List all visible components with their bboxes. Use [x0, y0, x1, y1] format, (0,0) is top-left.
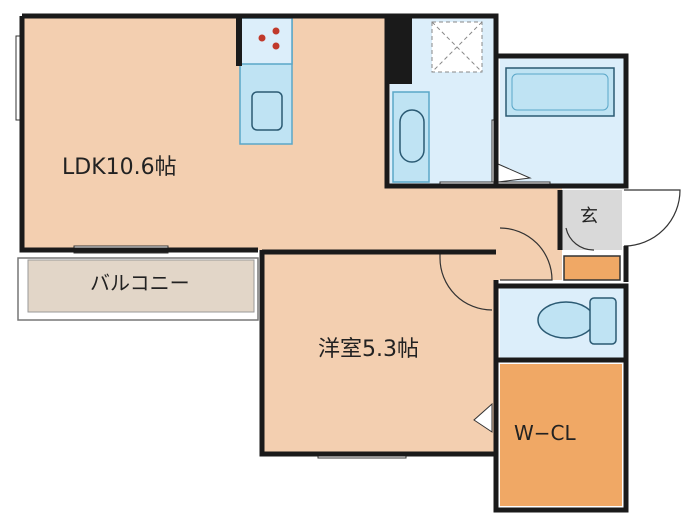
- entrance-label: 玄: [580, 206, 598, 227]
- balcony-label: バルコニー: [90, 271, 190, 295]
- toilet-icon: [537, 297, 617, 345]
- kitchen-counter: [239, 17, 293, 145]
- hall-door-swing: [499, 227, 553, 281]
- wall-column: [236, 18, 242, 66]
- entrance-door-swing: [623, 189, 681, 247]
- wcl-label: W−CL: [514, 421, 576, 445]
- shoe-cabinet: [563, 255, 621, 281]
- ldk-label: LDK10.6帖: [62, 155, 177, 180]
- washing-machine-space: [431, 21, 483, 73]
- stove-burner-icon: [258, 34, 266, 42]
- western-door-swing: [439, 252, 493, 311]
- walk-in-closet: [500, 364, 622, 506]
- toilet-door-swing: [565, 227, 595, 251]
- pipe-shaft: [388, 16, 412, 84]
- western-room: [262, 252, 496, 452]
- sink-icon: [251, 91, 283, 131]
- hallway: [496, 186, 562, 280]
- western-room-label: 洋室5.3帖: [318, 337, 419, 362]
- door-swings: [439, 189, 681, 311]
- stove-burner-icon: [272, 42, 280, 50]
- balcony: [17, 257, 259, 321]
- stove-burner-icon: [272, 27, 280, 35]
- walls: [19, 13, 629, 513]
